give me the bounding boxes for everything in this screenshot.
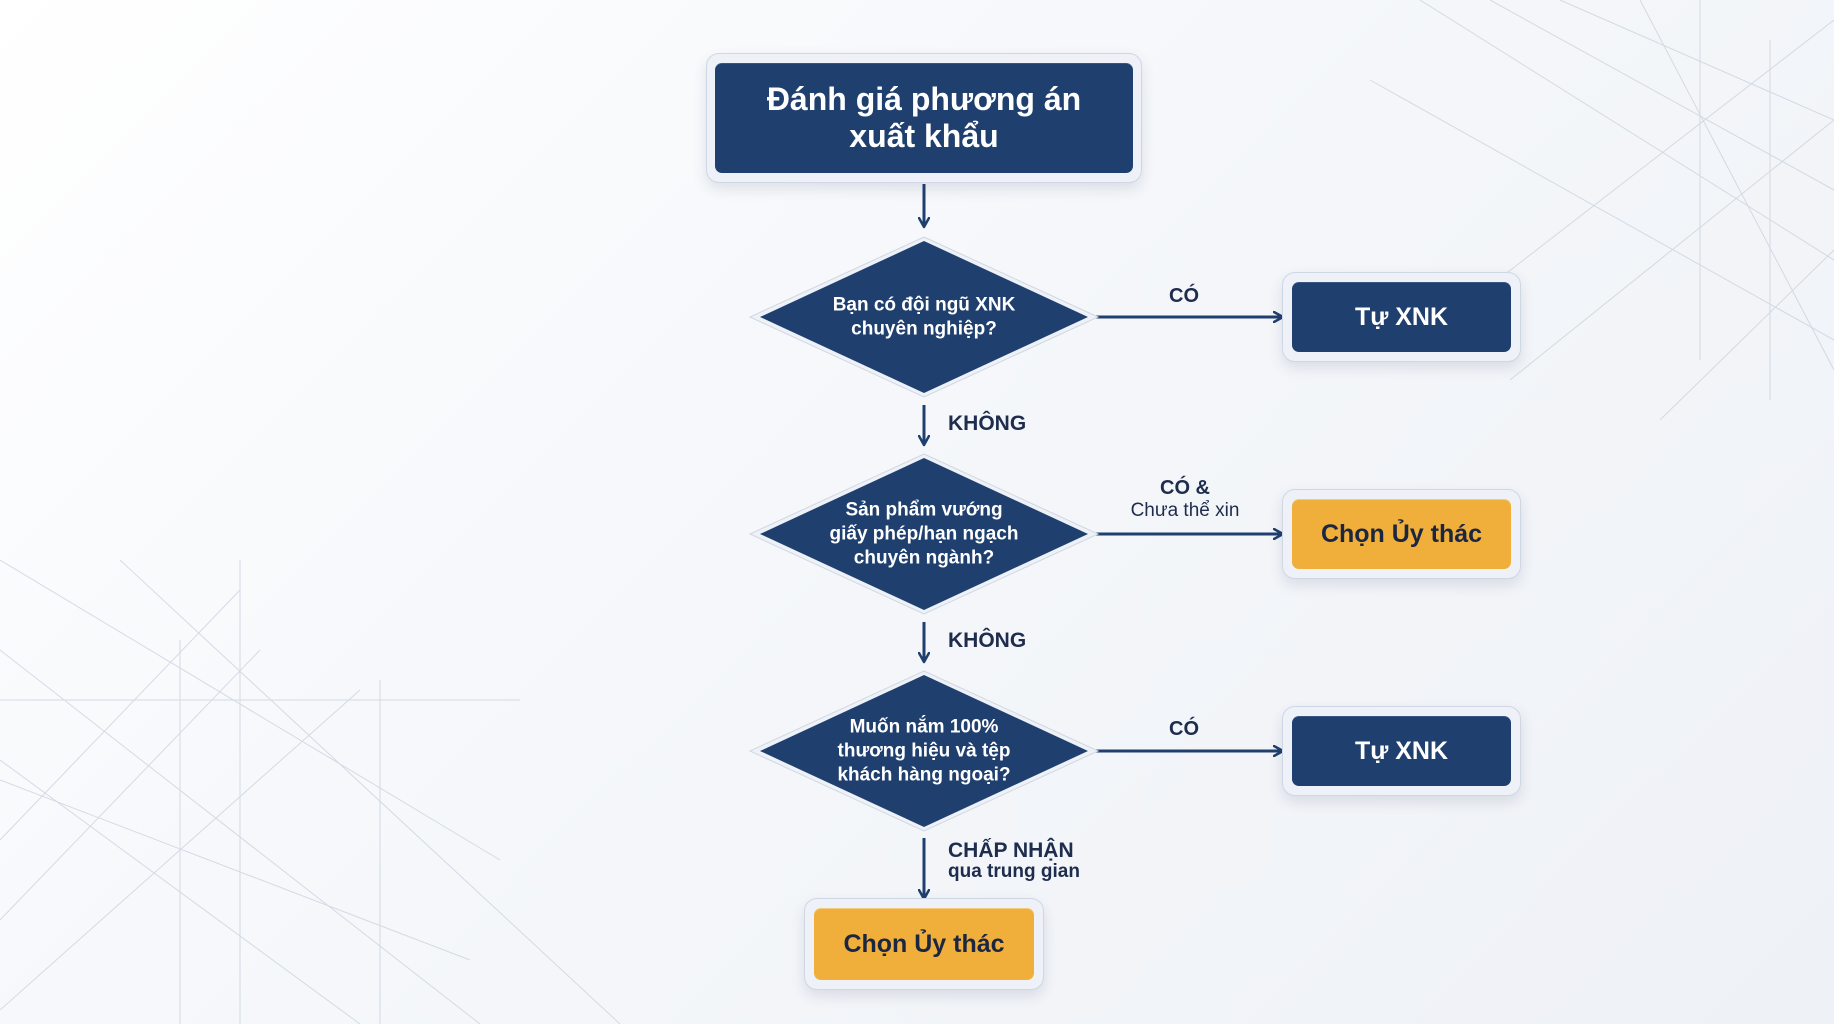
decision-question-1: Bạn có đội ngũ XNK chuyên nghiệp? — [832, 294, 1016, 339]
decision-1-outcome: Tự XNK — [1292, 282, 1511, 352]
decision-3-no-label: CHẤP NHẬN qua trung gian — [948, 839, 1080, 883]
decision-diamond-1 — [748, 236, 1100, 398]
decision-1-no-label: KHÔNG — [948, 412, 1027, 435]
decision-3-no-label-sub: qua trung gian — [948, 861, 1080, 883]
decision-2-yes-label-sub: Chưa thể xin — [1130, 500, 1240, 521]
decision-3-no-label-main: CHẤP NHẬN — [948, 839, 1074, 862]
decision-node-3: Muốn nắm 100% thương hiệu và tệp khách h… — [748, 670, 1100, 832]
start-node: Đánh giá phương án xuất khẩu — [715, 63, 1133, 173]
decision-node-2: Sản phẩm vướng giấy phép/hạn ngạch chuyê… — [748, 453, 1100, 615]
decision-node-1: Bạn có đội ngũ XNK chuyên nghiệp? — [748, 236, 1100, 398]
decision-diamond-3 — [748, 670, 1100, 832]
decision-diamond-2 — [748, 453, 1100, 615]
decision-2-no-label: KHÔNG — [948, 629, 1027, 652]
decision-3-outcome: Tự XNK — [1292, 716, 1511, 786]
decision-3-yes-label: CÓ — [1169, 718, 1199, 740]
decision-question-3: Muốn nắm 100% thương hiệu và tệp khách h… — [837, 716, 1011, 785]
end-outcome: Chọn Ủy thác — [814, 908, 1034, 980]
decision-2-outcome: Chọn Ủy thác — [1292, 499, 1511, 569]
decision-question-2: Sản phẩm vướng giấy phép/hạn ngạch chuyê… — [829, 499, 1019, 568]
decision-2-yes-label-main: CÓ & — [1160, 477, 1210, 499]
decision-1-yes-label: CÓ — [1169, 285, 1199, 307]
decision-2-yes-label: CÓ & Chưa thể xin — [1110, 477, 1260, 522]
